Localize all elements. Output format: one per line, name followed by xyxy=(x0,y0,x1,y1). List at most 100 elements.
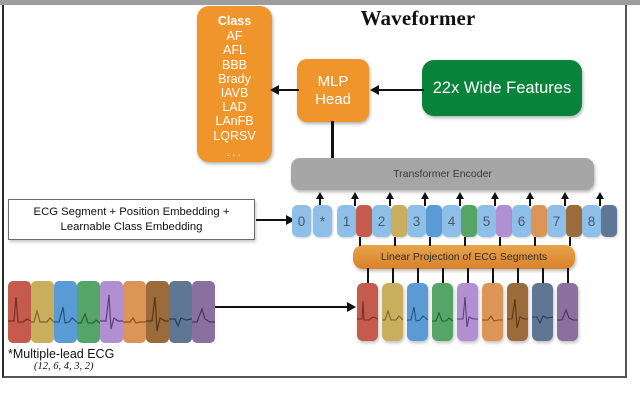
ecg-patch xyxy=(532,283,553,341)
linproj-top-tick xyxy=(464,237,466,246)
multilead-ecg-strip xyxy=(8,281,215,343)
edge-embed-to-tokens xyxy=(256,219,288,221)
arrowhead-embed-to-tokens xyxy=(286,215,295,225)
token-arrow-stem xyxy=(564,198,566,206)
token-patch-6 xyxy=(531,205,547,237)
ecg-lead-segment xyxy=(192,281,215,343)
token-arrow-stem xyxy=(599,198,601,206)
figure-title: Waveformer xyxy=(360,6,476,30)
ecg-lead-segment xyxy=(123,281,146,343)
ecg-patch xyxy=(357,283,378,341)
token-arrow-stem xyxy=(529,198,531,206)
patch-top-tick xyxy=(517,268,519,284)
class-item: AFL xyxy=(223,43,246,58)
ecg-lead-segment xyxy=(54,281,77,343)
transformer-encoder-box: Transformer Encoder xyxy=(291,158,594,190)
ecg-patch xyxy=(507,283,528,341)
token-arrow-stem xyxy=(424,198,426,206)
token-arrow-stem xyxy=(459,198,461,206)
token-4[interactable]: 4 xyxy=(442,205,461,237)
ecg-lead-segment xyxy=(77,281,100,343)
linproj-top-tick xyxy=(429,237,431,246)
ecg-patch xyxy=(482,283,503,341)
class-item-ellipsis: ... xyxy=(226,144,243,159)
token-patch-2 xyxy=(391,205,407,237)
arrowhead-wide-to-mlp xyxy=(370,85,379,95)
ecg-lead-segment xyxy=(169,281,192,343)
token-arrow-up xyxy=(561,192,569,199)
patch-top-tick xyxy=(467,268,469,284)
token-arrow-up xyxy=(596,192,604,199)
token-patch-8 xyxy=(601,205,617,237)
edge-wide-to-mlp xyxy=(372,89,424,91)
token-patch-5 xyxy=(496,205,512,237)
mlp-head-box: MLP Head xyxy=(297,59,369,122)
ecg-patch xyxy=(407,283,428,341)
token-star[interactable]: * xyxy=(313,205,332,237)
top-gray-bar xyxy=(0,0,640,5)
mlp-head-line2: Head xyxy=(315,90,351,108)
transformer-encoder-label: Transformer Encoder xyxy=(393,168,492,180)
ecg-lead-segment xyxy=(146,281,169,343)
token-patch-4 xyxy=(461,205,477,237)
token-arrow-up xyxy=(351,192,359,199)
ecg-patch xyxy=(557,283,578,341)
ecg-caption: *Multiple-lead ECG xyxy=(8,347,115,361)
linproj-top-tick xyxy=(534,237,536,246)
class-item: LAnFB xyxy=(215,114,254,129)
token-patch-3 xyxy=(426,205,442,237)
token-arrow-stem xyxy=(319,198,321,206)
edge-mlp-to-encoder xyxy=(331,121,334,165)
figure-frame xyxy=(2,5,627,378)
patch-top-tick xyxy=(492,268,494,284)
token-arrow-up xyxy=(456,192,464,199)
ecg-patch xyxy=(432,283,453,341)
ecg-lead-segment xyxy=(100,281,123,343)
linproj-top-tick xyxy=(569,237,571,246)
token-arrow-stem xyxy=(494,198,496,206)
token-arrow-stem xyxy=(389,198,391,206)
mlp-head-line1: MLP xyxy=(317,72,349,90)
token-arrow-stem xyxy=(354,198,356,206)
arrowhead-mlp-to-class xyxy=(270,85,279,95)
patch-top-tick xyxy=(442,268,444,284)
token-arrow-up xyxy=(386,192,394,199)
ecg-lead-segment xyxy=(31,281,54,343)
patch-top-tick xyxy=(542,268,544,284)
edge-ecg-to-patches xyxy=(105,306,348,308)
token-8[interactable]: 8 xyxy=(582,205,601,237)
token-arrow-up xyxy=(491,192,499,199)
ecg-subcaption: (12, 6, 4, 3, 2) xyxy=(34,361,94,372)
class-box-header: Class xyxy=(217,14,252,28)
arrowhead-ecg-to-patches xyxy=(347,302,356,312)
token-arrow-up xyxy=(526,192,534,199)
embedding-description-box: ECG Segment + Position Embedding + Learn… xyxy=(8,199,255,240)
token-arrow-up xyxy=(316,192,324,199)
ecg-patch-row xyxy=(357,283,579,341)
linear-projection-box: Linear Projection of ECG Segments xyxy=(353,245,575,269)
token-patch-7 xyxy=(566,205,582,237)
linproj-top-tick xyxy=(394,237,396,246)
class-item: Brady xyxy=(218,71,251,86)
ecg-patch xyxy=(382,283,403,341)
token-sequence: 0 * 1 2 3 4 5 6 7 8 xyxy=(292,205,617,237)
linear-projection-label: Linear Projection of ECG Segments xyxy=(380,251,548,263)
token-patch-1 xyxy=(356,205,372,237)
token-5[interactable]: 5 xyxy=(477,205,496,237)
token-7[interactable]: 7 xyxy=(547,205,566,237)
embedding-line1: ECG Segment + Position Embedding + xyxy=(33,205,230,218)
token-2[interactable]: 2 xyxy=(372,205,391,237)
token-3[interactable]: 3 xyxy=(407,205,426,237)
class-output-box: Class AF AFL BBB Brady IAVB LAD LAnFB LQ… xyxy=(197,6,272,162)
linproj-top-tick xyxy=(359,237,361,246)
patch-top-tick xyxy=(567,268,569,284)
wide-features-box: 22x Wide Features xyxy=(422,60,582,116)
token-1[interactable]: 1 xyxy=(337,205,356,237)
token-0[interactable]: 0 xyxy=(292,205,311,237)
token-arrow-up xyxy=(421,192,429,199)
ecg-lead-segment xyxy=(8,281,31,343)
class-item: IAVB xyxy=(220,86,249,101)
class-item: AF xyxy=(226,29,243,44)
token-6[interactable]: 6 xyxy=(512,205,531,237)
